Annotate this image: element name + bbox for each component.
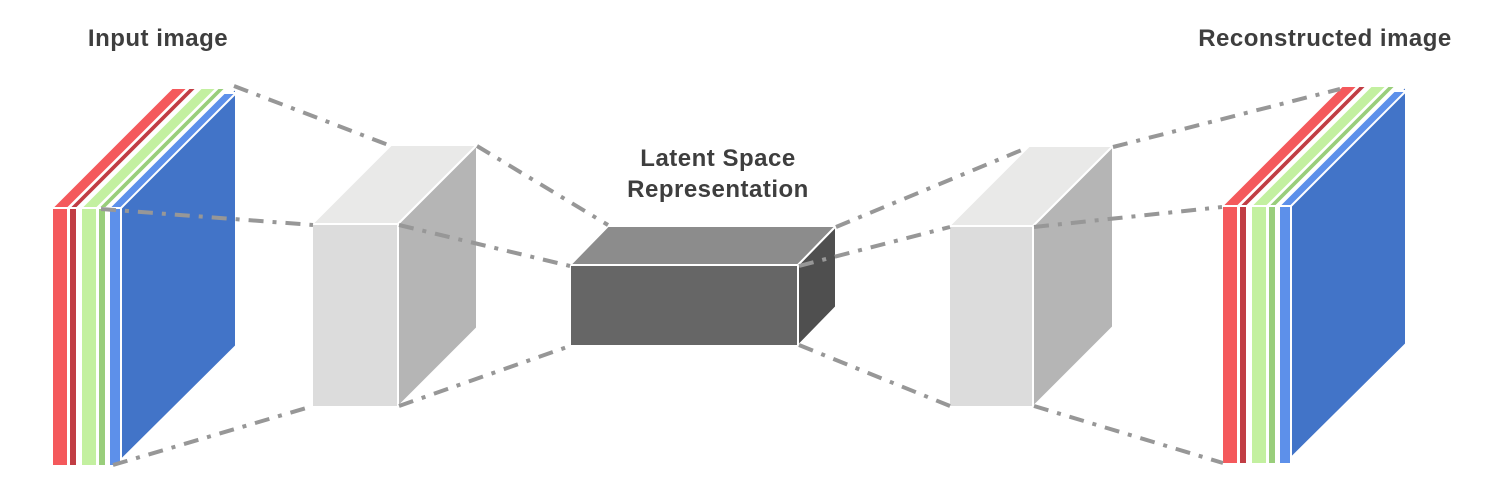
projection-line-latent-decoder-bottom <box>798 343 951 408</box>
reconstructed-image-stack <box>1221 85 1407 465</box>
latent-box-top-face <box>569 225 837 266</box>
projection-line-decoder-output-bottom <box>1033 404 1224 465</box>
decoder-hidden-layer-box <box>948 145 1114 408</box>
input-image-stack <box>51 87 237 467</box>
latent-space-label-line1: Latent Space <box>640 145 795 172</box>
projection-lines <box>100 84 1341 467</box>
projection-line-encoder-latent-bottom <box>398 344 571 408</box>
projection-line-encoder-latent-mid <box>398 223 571 268</box>
latent-box-front-face <box>569 264 799 347</box>
green-channel-front-sliver <box>97 207 107 467</box>
projection-line-input-encoder-bottom <box>112 404 314 467</box>
green-channel-side-face <box>80 207 98 467</box>
red-channel-side-face <box>51 207 69 467</box>
projection-line-encoder-latent-top <box>475 144 610 227</box>
projection-line-input-encoder-top <box>233 84 392 148</box>
projection-line-latent-decoder-mid <box>798 225 951 268</box>
input-image-label: Input image <box>88 25 228 52</box>
latent-space-box <box>569 225 837 347</box>
latent-space-label-line2: Representation <box>627 176 809 203</box>
red-channel-front-sliver <box>68 207 78 467</box>
reconstructed-image-label: Reconstructed image <box>1198 25 1452 52</box>
encoder-hidden-layer-box <box>311 144 478 408</box>
projection-line-latent-decoder-top <box>835 145 1030 229</box>
projection-line-decoder-output-top <box>1112 87 1341 149</box>
projection-line-decoder-output-mid <box>1033 205 1223 229</box>
encoder-box-front-face <box>311 223 399 408</box>
blue-channel-side-face <box>108 207 122 467</box>
decoder-box-front-face <box>948 225 1034 408</box>
